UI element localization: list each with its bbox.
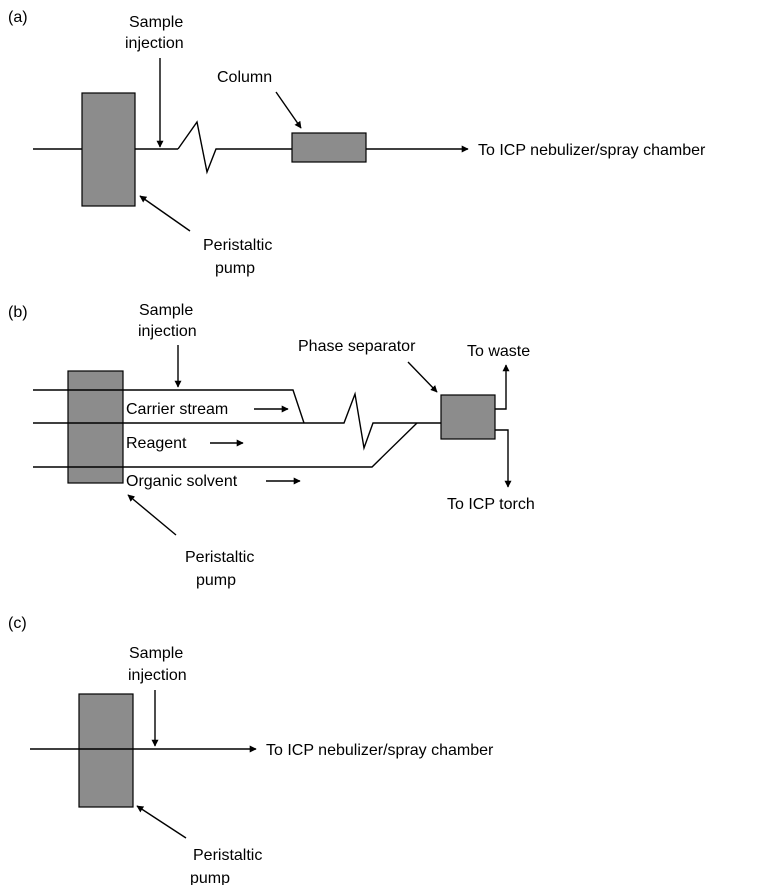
panel-a-injection-label-2: injection bbox=[125, 35, 184, 52]
panel-b-separator-label: Phase separator bbox=[298, 338, 416, 355]
panel-a-column-label: Column bbox=[217, 69, 272, 86]
panel-a-column bbox=[291, 132, 367, 163]
panel-b-waste-label: To waste bbox=[467, 343, 530, 360]
panel-b-peristaltic-pump bbox=[67, 370, 124, 484]
panel-a-column-arrow bbox=[275, 91, 302, 129]
panel-a-destination-label: To ICP nebulizer/spray chamber bbox=[478, 142, 706, 159]
panel-a-coil bbox=[177, 120, 292, 175]
panel-b-carrier-label: Carrier stream bbox=[126, 401, 228, 418]
panel-c-label: (c) bbox=[8, 615, 27, 632]
panel-a-label: (a) bbox=[8, 9, 28, 26]
panel-b-solvent-line bbox=[33, 422, 418, 468]
panel-c-destination-label: To ICP nebulizer/spray chamber bbox=[266, 742, 494, 759]
panel-b-carrier-line bbox=[33, 389, 305, 424]
panel-b-pump-label-1: Peristaltic bbox=[185, 549, 254, 566]
panel-c-pump-label-2: pump bbox=[190, 870, 230, 885]
panel-a-pump-arrow bbox=[139, 195, 191, 232]
panel-b-pump-label-2: pump bbox=[196, 572, 236, 589]
panel-b-pump-arrow bbox=[127, 494, 177, 536]
panel-a-peristaltic-pump bbox=[81, 92, 136, 207]
panel-c-peristaltic-pump bbox=[78, 693, 134, 808]
panel-c-pump-label-1: Peristaltic bbox=[193, 847, 262, 864]
panel-b-merge-line bbox=[33, 391, 417, 451]
panel-a: (a) To ICP nebulizer/spray chamber Sampl… bbox=[8, 9, 706, 277]
panel-c-injection-label-2: injection bbox=[128, 667, 187, 684]
panel-a-injection-label-1: Sample bbox=[129, 14, 183, 31]
panel-b-torch-line bbox=[495, 429, 512, 488]
panel-b-injection-label-2: injection bbox=[138, 323, 197, 340]
panel-a-pump-label-2: pump bbox=[215, 260, 255, 277]
panel-b: (b) To waste To ICP torch Phase separato… bbox=[8, 302, 535, 589]
panel-b-reagent-label: Reagent bbox=[126, 435, 187, 452]
panel-a-pump-label-1: Peristaltic bbox=[203, 237, 272, 254]
panel-b-injection-label-1: Sample bbox=[139, 302, 193, 319]
panel-c: (c) To ICP nebulizer/spray chamber Sampl… bbox=[8, 615, 494, 885]
panel-b-waste-line bbox=[495, 364, 510, 410]
panel-b-phase-separator bbox=[440, 394, 496, 440]
panel-c-injection-label-1: Sample bbox=[129, 645, 183, 662]
panel-b-torch-label: To ICP torch bbox=[447, 496, 535, 513]
panel-b-solvent-label: Organic solvent bbox=[126, 473, 238, 490]
panel-b-label: (b) bbox=[8, 304, 28, 321]
panel-b-separator-arrow bbox=[407, 361, 438, 393]
panel-c-pump-arrow bbox=[136, 805, 187, 839]
